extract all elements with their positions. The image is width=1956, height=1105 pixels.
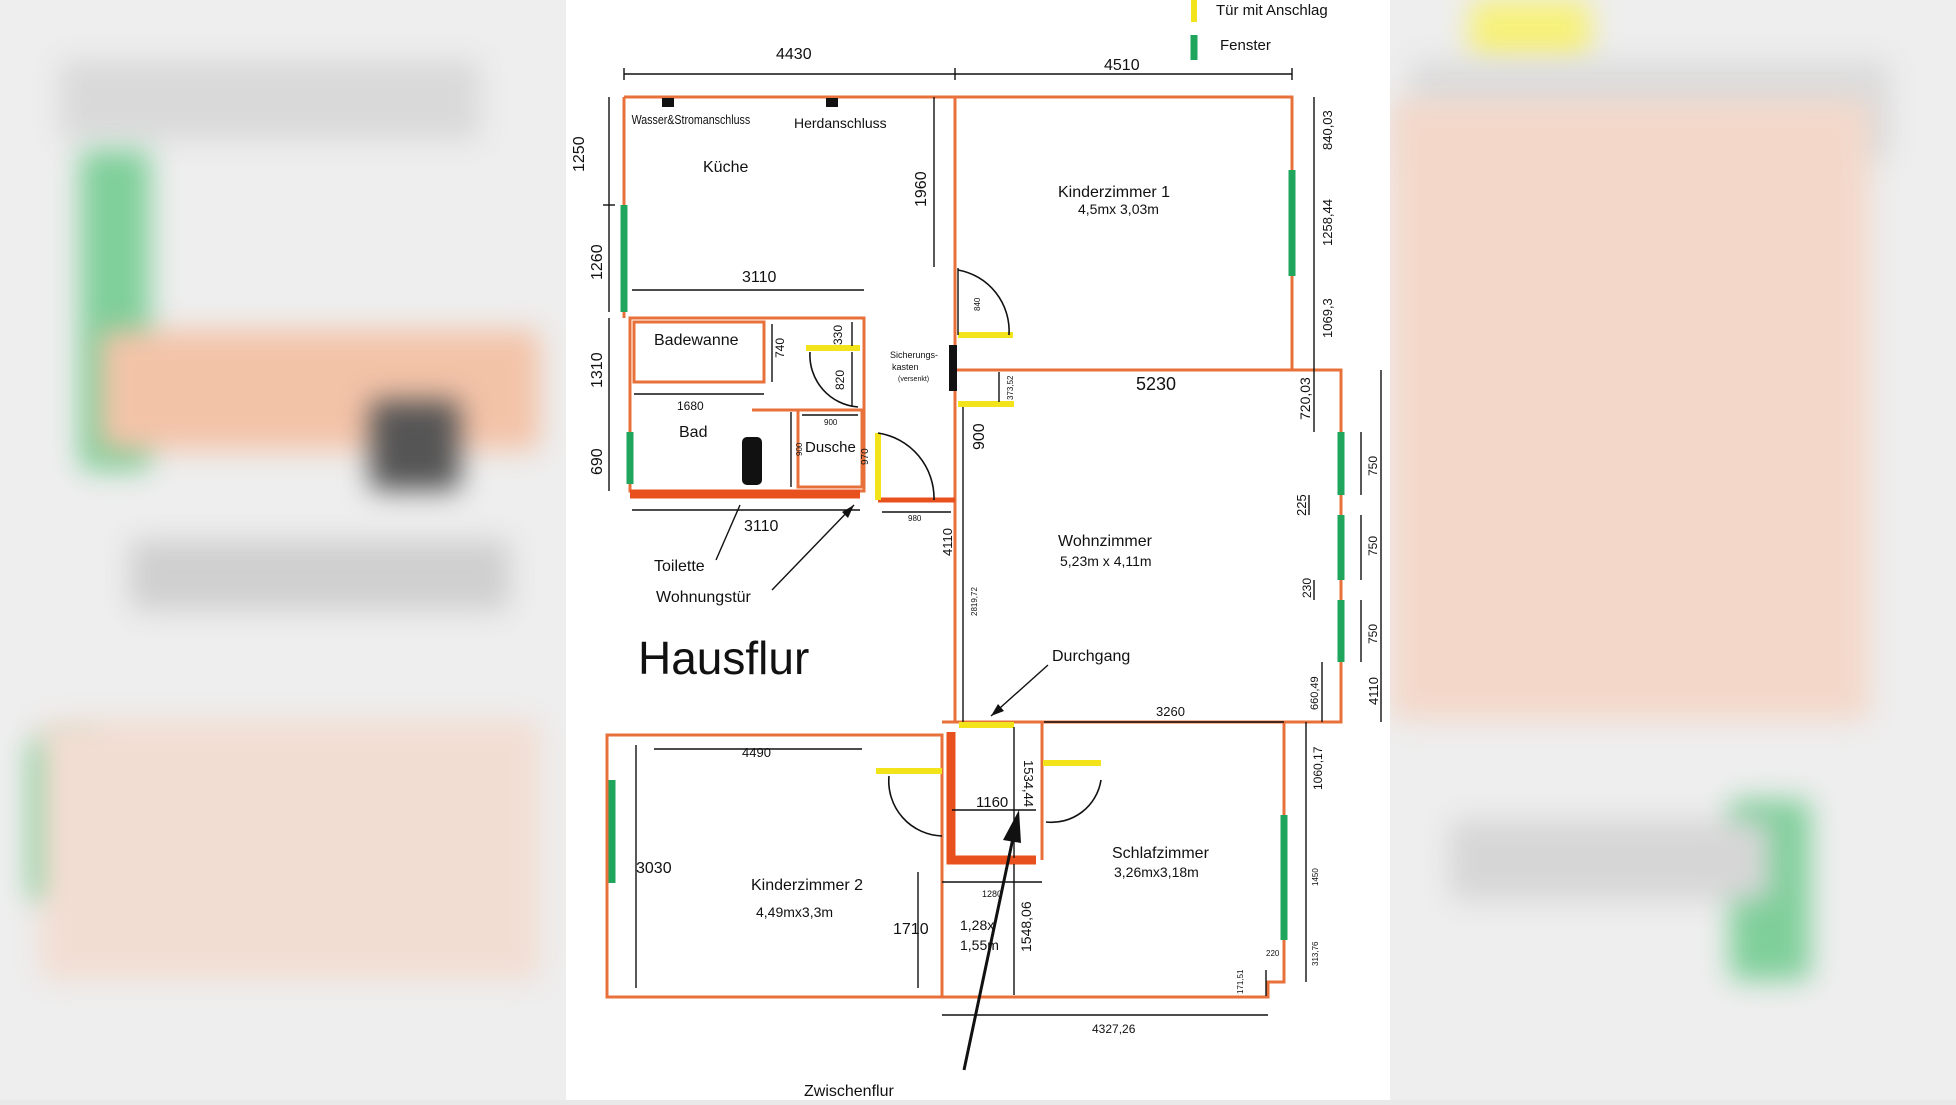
dim-kueche-3110: 3110 [742,269,777,286]
dim-wz-750c: 750 [1366,624,1380,644]
label-sicherungskasten-3: (versenkt) [898,376,929,383]
label-zwischenflur: Zwischenflur [804,1083,894,1100]
room-kinderzimmer1-size: 4,5mx 3,03m [1078,201,1159,217]
room-dusche-label: Dusche [805,439,856,456]
dim-kz2-1710: 1710 [893,921,929,938]
label-sicherungskasten-2: kasten [892,362,919,372]
blurred-background-left [0,0,566,1100]
dim-820: 820 [833,370,847,390]
wall-dusche [796,408,864,489]
dim-top-right: 4510 [1104,57,1140,74]
dim-kz2-4490: 4490 [742,745,771,760]
dim-dusche-970: 970 [860,448,871,465]
room-wohnzimmer-label: Wohnzimmer [1058,533,1153,550]
dim-dusche-900a: 900 [824,418,838,427]
label-wohnungstuer: Wohnungstür [656,589,752,606]
toilette-icon [742,437,762,485]
herdanschluss-marker [826,98,838,107]
label-sicherungskasten-1: Sicherungs- [890,350,938,360]
blurred-background-right [1390,0,1956,1100]
dim-wz-900: 900 [971,423,988,450]
dim-sz-1450: 1450 [1311,868,1320,886]
dim-sz-1060: 1060,17 [1311,746,1325,790]
dim-dusche-900b: 900 [795,442,804,456]
dim-kz1-1069: 1069,3 [1320,298,1335,338]
floor-plan-sheet: Tür mit Anschlag Fenster [566,0,1390,1100]
dim-zf-1548: 1548,06 [1018,901,1034,952]
dim-kueche-1250: 1250 [571,136,588,172]
room-kueche-label: Küche [703,159,748,176]
dim-wz-4110-left: 4110 [940,528,955,556]
dim-wz-4110-right: 4110 [1366,677,1381,705]
zwischenflur-size-line1: 1,28x [960,917,994,933]
dim-bad-1310: 1310 [589,352,606,388]
dim-wz-720: 720,03 [1297,377,1313,420]
dim-wz-660: 660,49 [1309,676,1321,710]
dim-kz1-840: 840,03 [1320,110,1335,150]
dim-door-840: 840 [973,297,982,311]
dim-980: 980 [908,514,922,523]
dim-wz-230: 230 [1300,578,1314,598]
room-bad-label: Bad [679,424,707,441]
dim-kz1-1258: 1258,44 [1320,199,1335,246]
dim-wz-225: 225 [1294,494,1309,516]
dim-wz-750a: 750 [1366,456,1380,476]
room-badewanne-label: Badewanne [654,332,739,349]
dim-wz-2819: 2819,72 [970,587,979,616]
windows [608,170,1345,940]
dim-wz-750b: 750 [1366,536,1380,556]
room-schlafzimmer-label: Schlafzimmer [1112,845,1210,862]
wall-badewanne [632,320,766,384]
room-wohnzimmer-size: 5,23m x 4,11m [1060,553,1152,569]
dimension-labels: 4430 4510 1250 1260 1960 3110 840,03 125… [571,46,1381,1036]
dim-kz2-3030: 3030 [636,860,672,877]
legend-door-label: Tür mit Anschlag [1216,2,1328,19]
dim-sz-3260: 3260 [1156,704,1185,719]
wasser-strom-anschluss-marker [662,98,674,107]
label-durchgang: Durchgang [1052,648,1130,665]
dim-sz-4327: 4327,26 [1092,1022,1136,1036]
dim-kueche-1960: 1960 [913,171,930,207]
dim-zf-1534: 1534,44 [1021,760,1036,807]
room-kinderzimmer2-label: Kinderzimmer 2 [751,877,863,894]
floor-plan-drawing: Tür mit Anschlag Fenster [571,0,1382,1100]
dim-top-left: 4430 [776,46,812,63]
room-kinderzimmer1-label: Kinderzimmer 1 [1058,184,1170,201]
doors [806,268,1102,837]
dim-bad-3110: 3110 [744,518,779,535]
wall-kinderzimmer1 [953,95,1294,372]
label-toilette: Toilette [654,558,705,575]
legend-window-label: Fenster [1220,37,1271,54]
dim-sz-313: 313,76 [1311,941,1320,966]
room-schlafzimmer-size: 3,26mx3,18m [1114,864,1199,880]
dim-zf-1280: 1280 [982,889,1002,899]
sicherungskasten-marker [949,345,957,391]
dimension-lines [603,68,1382,1016]
room-kinderzimmer2-size: 4,49mx3,3m [756,904,833,920]
dim-kueche-1260: 1260 [589,244,606,280]
dim-330: 330 [831,325,845,345]
label-hausflur: Hausflur [638,632,809,684]
dim-740: 740 [773,338,787,358]
dim-wz-5230: 5230 [1136,374,1176,394]
dim-sk-373: 373,52 [1006,375,1015,400]
label-herdanschluss: Herdanschluss [794,115,887,131]
dim-sz-220: 220 [1266,949,1280,958]
dim-sz-171: 171,51 [1236,969,1245,994]
leader-arrows [715,504,1049,1071]
zwischenflur-size-line2: 1,55m [960,937,999,953]
dim-bad-1680: 1680 [677,399,704,413]
dim-zf-1160: 1160 [976,794,1008,811]
dim-bad-690: 690 [589,448,606,475]
label-wasser-stromanschluss: Wasser&Stromanschluss [632,112,751,127]
